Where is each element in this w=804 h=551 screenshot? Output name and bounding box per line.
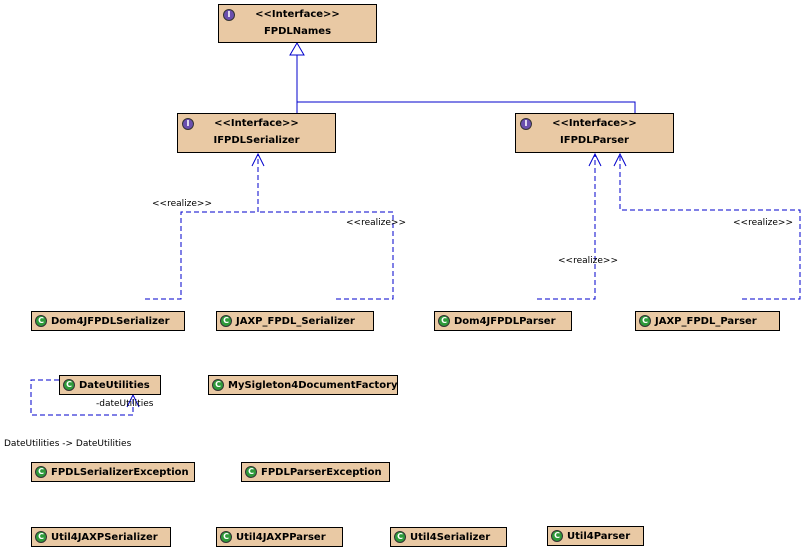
class-jaxp-fpdl-serializer[interactable]: C JAXP_FPDL_Serializer: [216, 311, 374, 331]
class-icon: C: [551, 530, 563, 542]
class-dateutilities[interactable]: C DateUtilities: [59, 375, 161, 395]
realize-line-dom4j-serializer: [145, 154, 259, 300]
class-name: DateUtilities: [79, 379, 150, 391]
class-mysigleton4documentfactory[interactable]: C MySigleton4DocumentFactory: [208, 375, 398, 395]
class-name: Dom4JFPDLParser: [454, 315, 556, 327]
interface-name: IFPDLSerializer: [213, 135, 300, 146]
realize-arrowhead-serializer: [251, 152, 265, 167]
realize-arrowhead-parser-left: [588, 152, 602, 167]
class-name: Util4JAXPSerializer: [51, 531, 158, 543]
class-icon: C: [438, 315, 450, 327]
interface-name: FPDLNames: [263, 26, 332, 37]
class-dom4jfpdlparser[interactable]: C Dom4JFPDLParser: [434, 311, 572, 331]
arrowheads: [126, 152, 627, 408]
class-icon: C: [35, 466, 47, 478]
realize-label: <<realize>>: [558, 256, 618, 266]
class-icon: C: [220, 531, 232, 543]
class-util4jaxpparser[interactable]: C Util4JAXPParser: [216, 527, 343, 547]
class-util4jaxpserializer[interactable]: C Util4JAXPSerializer: [31, 527, 171, 547]
interface-ifpdlparser[interactable]: I <<Interface>> IFPDLParser: [515, 113, 674, 153]
realize-line-jaxp-serializer: [258, 211, 394, 300]
self-association-line: [30, 379, 134, 416]
class-name: Util4JAXPParser: [236, 531, 326, 543]
generalization-line-parser: [297, 101, 636, 113]
realization-connectors: [30, 154, 801, 416]
class-name: JAXP_FPDL_Serializer: [236, 315, 355, 327]
class-name: JAXP_FPDL_Parser: [655, 315, 757, 327]
class-dom4jfpdlserializer[interactable]: C Dom4JFPDLSerializer: [31, 311, 185, 331]
class-name: Dom4JFPDLSerializer: [51, 315, 170, 327]
class-fpdlserializerexception[interactable]: C FPDLSerializerException: [31, 462, 195, 482]
realize-line-dom4j-parser: [537, 154, 596, 300]
interface-fpdlnames[interactable]: I <<Interface>> FPDLNames: [218, 4, 377, 43]
class-icon: C: [35, 315, 47, 327]
class-jaxp-fpdl-parser[interactable]: C JAXP_FPDL_Parser: [635, 311, 780, 331]
class-icon: C: [35, 531, 47, 543]
stereotype-label: <<Interface>>: [214, 118, 299, 129]
class-name: Util4Parser: [567, 530, 631, 542]
class-util4serializer[interactable]: C Util4Serializer: [390, 527, 507, 547]
stereotype-label: <<Interface>>: [255, 9, 340, 20]
interface-ifpdlserializer[interactable]: I <<Interface>> IFPDLSerializer: [177, 113, 336, 153]
class-icon: C: [639, 315, 651, 327]
class-icon: C: [220, 315, 232, 327]
class-name: MySigleton4DocumentFactory: [228, 379, 398, 391]
interface-icon: I: [223, 9, 235, 21]
interface-name: IFPDLParser: [560, 135, 629, 146]
association-caption: DateUtilities -> DateUtilities: [4, 439, 132, 449]
realize-label: <<realize>>: [346, 218, 406, 228]
self-association-arrowhead: [126, 393, 140, 408]
association-role-label: -dateUtilities: [96, 399, 154, 409]
generalization-arrowhead: [289, 42, 305, 56]
class-util4parser[interactable]: C Util4Parser: [547, 526, 644, 546]
class-icon: C: [63, 379, 75, 391]
class-icon: C: [394, 531, 406, 543]
class-fpdlparserexception[interactable]: C FPDLParserException: [241, 462, 390, 482]
class-name: Util4Serializer: [410, 531, 491, 543]
class-icon: C: [212, 379, 224, 391]
interface-icon: I: [182, 118, 194, 130]
interface-icon: I: [520, 118, 532, 130]
stereotype-label: <<Interface>>: [552, 118, 637, 129]
class-name: FPDLParserException: [261, 466, 382, 478]
realize-label: <<realize>>: [152, 199, 212, 209]
class-icon: C: [245, 466, 257, 478]
class-name: FPDLSerializerException: [51, 466, 189, 478]
realize-label: <<realize>>: [733, 218, 793, 228]
realize-line-jaxp-parser: [619, 154, 801, 300]
realize-arrowhead-parser-right: [613, 152, 627, 167]
generalization-connectors: [289, 42, 636, 113]
